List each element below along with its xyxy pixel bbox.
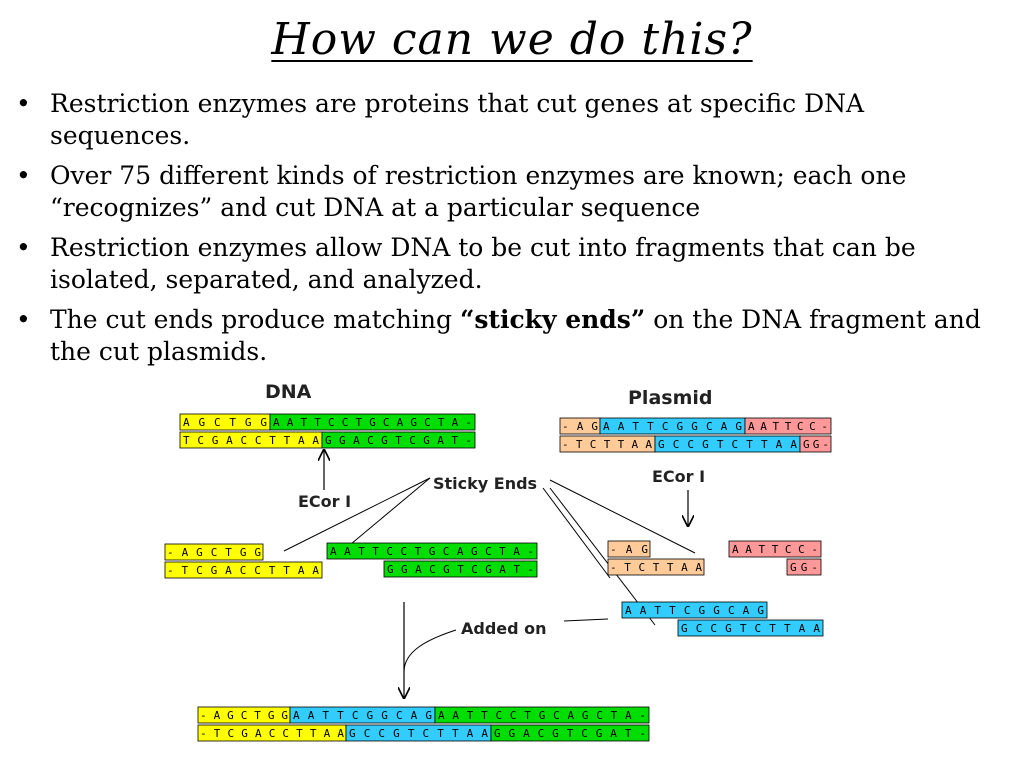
bullet-text: Restriction enzymes are proteins that cu… — [50, 89, 865, 150]
bullet-item: • The cut ends produce matching “sticky e… — [16, 304, 1006, 368]
bullet-list: • Restriction enzymes are proteins that c… — [16, 88, 1006, 376]
ecor-label: ECor I — [298, 492, 351, 511]
bullet-dot: • — [16, 89, 31, 118]
bullet-text-post: on the DNA fragment and the cut plasmids… — [50, 305, 981, 366]
bullet-item: • Over 75 different kinds of restriction … — [16, 160, 1006, 224]
dna-seq: AATTCCTGCAGCTA- — [273, 416, 472, 429]
dna-seq: -AG — [610, 543, 648, 556]
dna-cut-right: AATTCCTGCAGCTA- GGACGTCGAT- — [326, 542, 538, 578]
plasmid-strand: -AG AATTCGGCAG AATTCC- -TCTTAA GCCGTCTTA… — [559, 417, 832, 453]
bullet-dot: • — [16, 161, 31, 190]
slide-title: How can we do this? — [271, 14, 753, 65]
dna-cut-left: -AGCTGG -TCGACCTTAA — [164, 543, 323, 579]
bullet-text: Restriction enzymes allow DNA to be cut … — [50, 233, 916, 294]
added-on-label: Added on — [461, 619, 547, 638]
ecor-label: ECor I — [652, 467, 705, 486]
dna-strand: AGCTGG AATTCCTGCAGCTA- TCGACCTTAA GGACGT… — [179, 413, 476, 449]
bullet-dot: • — [16, 233, 31, 262]
dna-seq: -AG — [562, 420, 598, 433]
bullet-item: • Restriction enzymes allow DNA to be cut… — [16, 232, 1006, 296]
recombinant-dna: -AGCTGG AATTCGGCAG AATTCCTGCAGCTA- -TCGA… — [197, 706, 650, 742]
plasmid-cut-left: -AG -TCTTAA — [607, 540, 705, 576]
added-on-pointer — [563, 618, 609, 622]
plasmid-label: Plasmid — [628, 387, 712, 409]
bullet-item: • Restriction enzymes are proteins that c… — [16, 88, 1006, 152]
added-on-curve — [403, 629, 457, 673]
dna-label: DNA — [265, 381, 312, 403]
sticky-ends-term: “sticky ends” — [459, 305, 646, 334]
plasmid-cut-right: AATTCC- GG- — [728, 540, 822, 576]
restriction-enzyme-diagram: DNA Plasmid AGCTGG AATTCCTGCAGCTA- TCGAC… — [164, 381, 832, 742]
bullet-dot: • — [16, 305, 31, 334]
dna-seq: GG- — [803, 438, 829, 451]
dna-seq: AATTCCTGCAGCTA- — [438, 709, 646, 722]
bullet-text-pre: The cut ends produce matching — [50, 305, 460, 334]
sticky-ends-label: Sticky Ends — [433, 474, 537, 493]
dna-seq: AATTCCTGCAGCTA- — [330, 545, 534, 558]
dna-seq: GG- — [790, 561, 818, 574]
plasmid-insert-fragment: AATTCGGCAG GCCGTCTTAA — [621, 601, 824, 637]
bullet-text: Over 75 different kinds of restriction e… — [50, 161, 907, 222]
